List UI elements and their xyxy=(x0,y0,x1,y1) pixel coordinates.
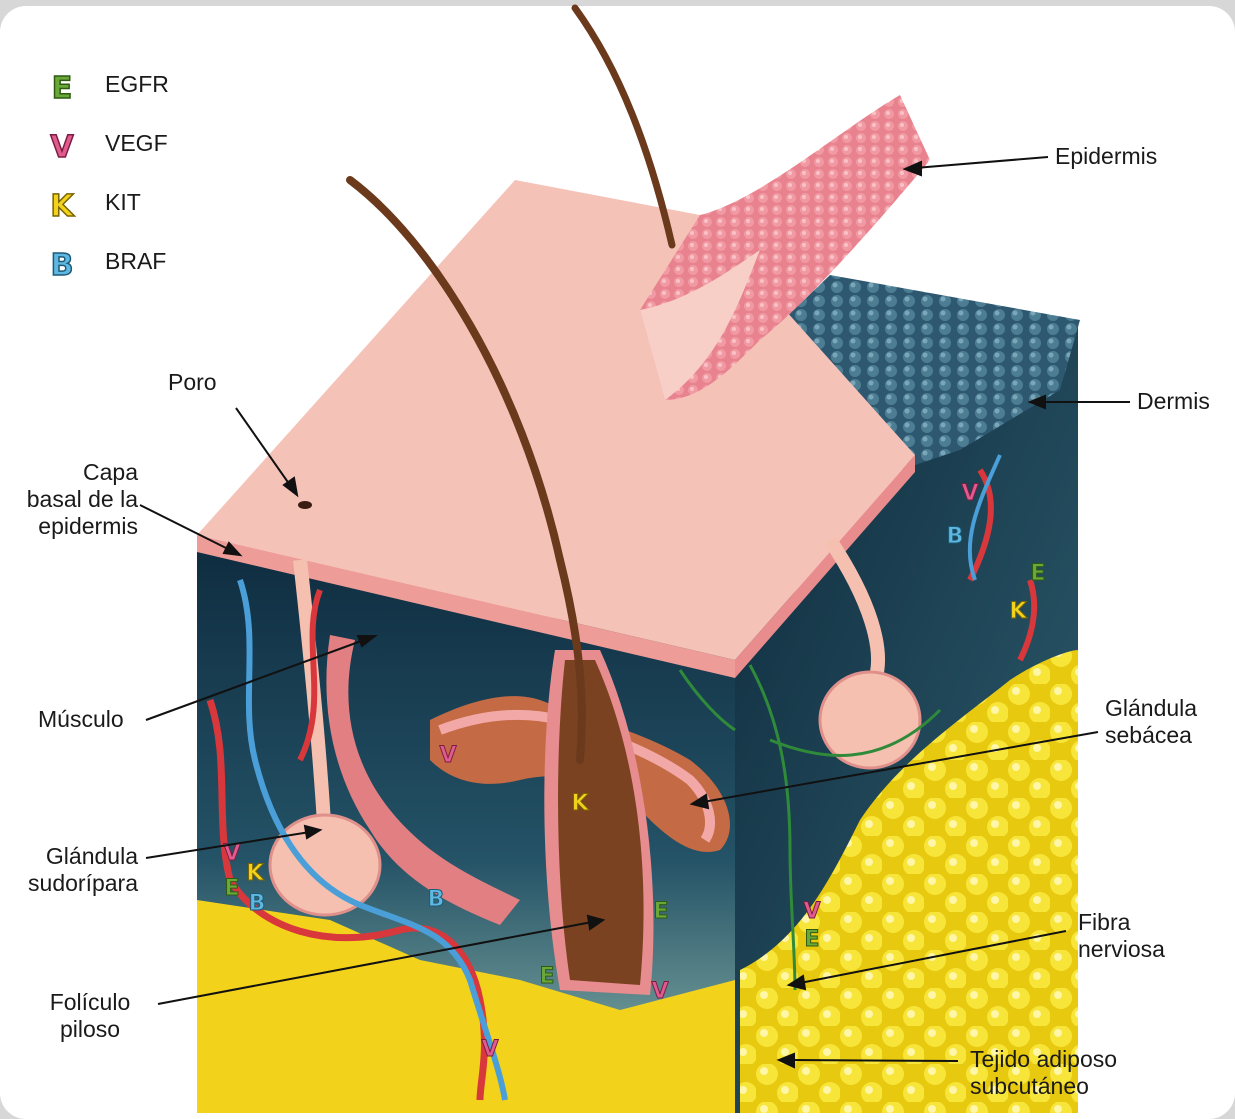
marker-e: E xyxy=(804,927,819,952)
marker-e: E xyxy=(1030,561,1045,586)
marker-e: E xyxy=(653,899,668,924)
legend-icon-braf: B xyxy=(51,248,74,283)
marker-b: B xyxy=(947,524,964,549)
marker-v: V xyxy=(439,743,456,768)
label-capa-basal: Capa basal de la epidermis xyxy=(18,459,138,540)
sweat-gland-front xyxy=(270,815,380,915)
marker-v: V xyxy=(803,899,820,924)
label-musculo: Músculo xyxy=(38,706,124,733)
label-epidermis: Epidermis xyxy=(1055,143,1157,170)
pore xyxy=(298,501,312,509)
marker-v: V xyxy=(961,481,978,506)
legend-label-vegf: VEGF xyxy=(105,130,168,157)
marker-v: V xyxy=(651,979,668,1004)
marker-v: V xyxy=(481,1037,498,1062)
marker-b: B xyxy=(428,887,445,912)
marker-k: K xyxy=(571,791,589,816)
label-glandula-sudoripara: Glándula sudorípara xyxy=(10,843,138,897)
label-tejido-adiposo: Tejido adiposo subcutáneo xyxy=(970,1046,1117,1100)
label-dermis: Dermis xyxy=(1137,388,1210,415)
legend-icon-vegf: V xyxy=(50,130,74,165)
legend-label-egfr: EGFR xyxy=(105,71,169,98)
marker-k: K xyxy=(246,861,264,886)
marker-b: B xyxy=(249,891,266,916)
marker-e: E xyxy=(539,964,554,989)
label-foliculo-piloso: Folículo piloso xyxy=(30,989,150,1043)
legend-label-braf: BRAF xyxy=(105,248,166,275)
marker-e: E xyxy=(224,876,239,901)
label-glandula-sebacea: Glándula sebácea xyxy=(1105,695,1197,749)
label-fibra-nerviosa: Fibra nerviosa xyxy=(1078,909,1165,963)
label-poro: Poro xyxy=(168,369,217,396)
marker-k: K xyxy=(1009,599,1027,624)
sweat-gland-right xyxy=(820,672,920,768)
legend-icon-kit: K xyxy=(50,189,75,224)
legend-label-kit: KIT xyxy=(105,189,141,216)
legend-icon-egfr: E xyxy=(52,71,73,106)
